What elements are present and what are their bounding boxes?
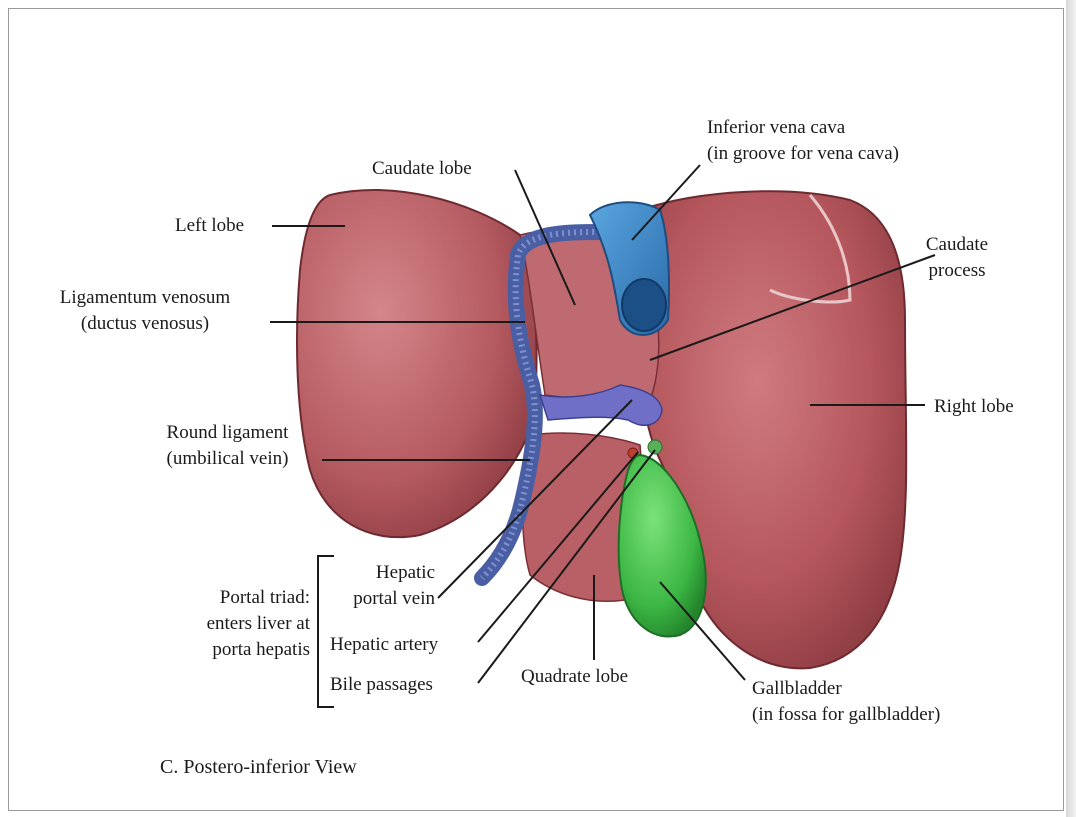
label-portal-triad: Portal triad: enters liver at porta hepa… <box>160 585 310 663</box>
label-round-ligament: Round ligament (umbilical vein) <box>130 420 325 472</box>
label-inferior-vena-cava: Inferior vena cava (in groove for vena c… <box>707 115 899 167</box>
label-caudate-process: Caudate process <box>912 232 1002 284</box>
label-hepatic-portal-vein: Hepatic portal vein <box>325 560 435 612</box>
label-hepatic-artery: Hepatic artery <box>330 632 438 658</box>
label-right-lobe: Right lobe <box>934 394 1014 420</box>
label-ligamentum-venosum: Ligamentum venosum (ductus venosus) <box>20 285 270 337</box>
label-gallbladder: Gallbladder (in fossa for gallbladder) <box>752 676 940 728</box>
label-bile-passages: Bile passages <box>330 672 433 698</box>
left-lobe-shape <box>297 190 537 537</box>
label-caudate-lobe: Caudate lobe <box>372 156 472 182</box>
label-quadrate-lobe: Quadrate lobe <box>521 664 628 690</box>
vena-cava-opening <box>622 279 666 331</box>
figure-caption: C. Postero-inferior View <box>160 754 357 780</box>
label-left-lobe: Left lobe <box>175 213 244 239</box>
bile-duct-vessel <box>648 440 662 454</box>
